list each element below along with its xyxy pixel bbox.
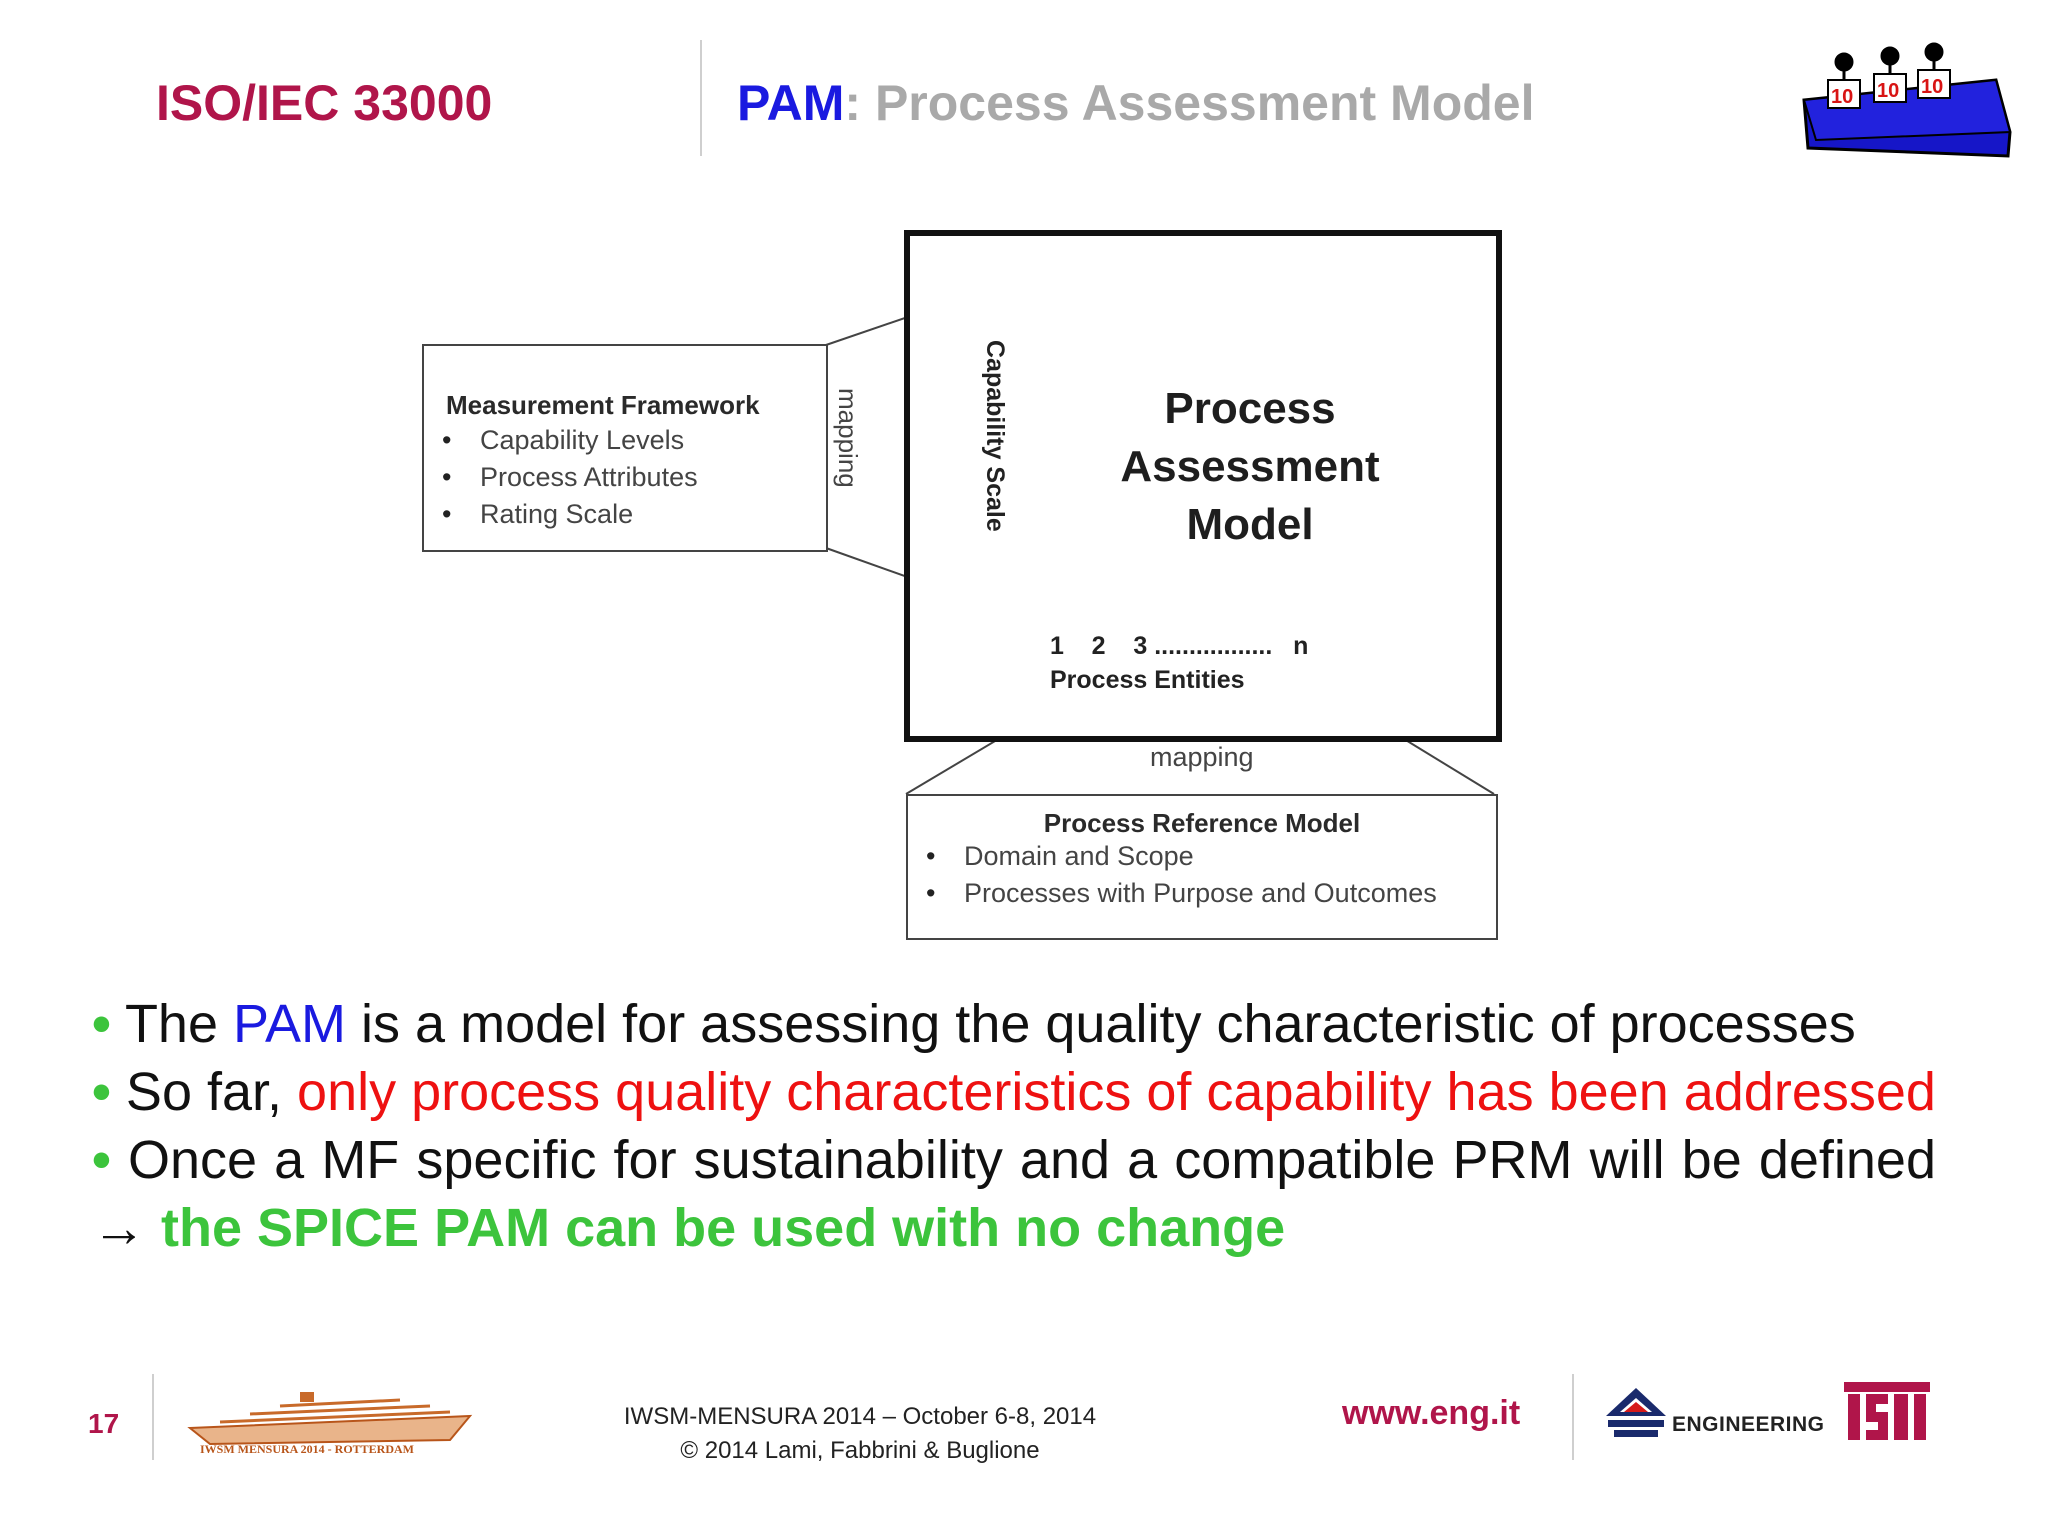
event-line: IWSM-MENSURA 2014 – October 6-8, 2014 (623, 1403, 1097, 1430)
capability-scale-label: Capability Scale (981, 340, 1009, 532)
slide-title-rest: : Process Assessment Model (844, 75, 1535, 131)
list-item: Process Attributes (442, 459, 698, 496)
footer-divider (1572, 1374, 1574, 1460)
judges-scorecards-icon: 10 10 10 (1802, 42, 2012, 158)
bullet-highlight: PAM (233, 994, 347, 1054)
prm-mapping-label: mapping (1150, 742, 1254, 772)
mf-mapping-label: mapping (833, 388, 863, 488)
pam-box: Capability Scale Process Assessment Mode… (904, 230, 1502, 742)
footer-event-info: IWSM-MENSURA 2014 – October 6-8, 2014 © … (560, 1400, 1160, 1468)
bullet-text: Once a MF specific for sustainability an… (128, 1130, 1936, 1190)
engineering-logo-icon (1606, 1388, 1666, 1437)
prm-list: Domain and Scope Processes with Purpose … (926, 838, 1437, 912)
score-3: 10 (1921, 76, 1943, 98)
mf-title: Measurement Framework (446, 390, 760, 420)
bullet-dot: • (92, 1130, 111, 1190)
arrow-icon: → (92, 1198, 146, 1258)
copyright: © 2014 Lami, Fabbrini & Buglione (680, 1437, 1040, 1464)
footer-url-link[interactable]: www.eng.it (1342, 1394, 1521, 1432)
bullet-dot: • (92, 994, 111, 1054)
measurement-framework-box: Measurement Framework Capability Levels … (422, 344, 828, 552)
bullet-text: So far, (125, 1062, 283, 1122)
engineering-logo-text: ENGINEERING (1672, 1413, 1825, 1436)
process-entities-label: Process Entities (1050, 666, 1245, 694)
pam-title-line: Assessment (1120, 442, 1380, 491)
bullet-highlight: the SPICE PAM can be used with no change (161, 1198, 1286, 1258)
footer-divider (152, 1374, 154, 1460)
slide-number: 17 (88, 1408, 120, 1439)
score-1: 10 (1831, 86, 1853, 108)
bullet-item: • So far, only process quality character… (92, 1058, 1936, 1126)
list-item: Processes with Purpose and Outcomes (926, 875, 1437, 912)
slide-title-acronym: PAM (737, 75, 845, 131)
header-divider (700, 40, 702, 156)
list-item: Domain and Scope (926, 838, 1437, 875)
slide-section-title: ISO/IEC 33000 (156, 75, 493, 131)
bullet-text: is a model for assessing the quality cha… (361, 994, 1856, 1054)
bullet-item: • Once a MF specific for sustainability … (92, 1126, 1936, 1262)
process-reference-model-box: Process Reference Model Domain and Scope… (906, 794, 1498, 940)
bullet-item: • The PAM is a model for assessing the q… (92, 990, 1936, 1058)
pam-title-line: Process (1164, 384, 1336, 433)
pam-title-line: Model (1186, 500, 1314, 549)
process-entity-numbers: 1 2 3 ................. n (1050, 632, 1309, 660)
bullet-list: • The PAM is a model for assessing the q… (92, 990, 1936, 1262)
bullet-highlight: only process quality characteristics of … (297, 1062, 1936, 1122)
slide-title: PAM: Process Assessment Model (737, 74, 1535, 132)
list-item: Capability Levels (442, 422, 698, 459)
bullet-text: The (124, 994, 218, 1054)
bullet-dot: • (92, 1062, 111, 1122)
mf-list: Capability Levels Process Attributes Rat… (442, 422, 698, 533)
event-logo-text: IWSM MENSURA 2014 - ROTTERDAM (200, 1442, 415, 1456)
list-item: Rating Scale (442, 496, 698, 533)
score-2: 10 (1877, 80, 1899, 102)
prm-title: Process Reference Model (1043, 808, 1361, 838)
isti-logo-icon (1844, 1382, 1930, 1440)
cruise-ship-logo-icon (187, 1392, 473, 1446)
pam-box-title: Process Assessment Model (1080, 380, 1420, 554)
